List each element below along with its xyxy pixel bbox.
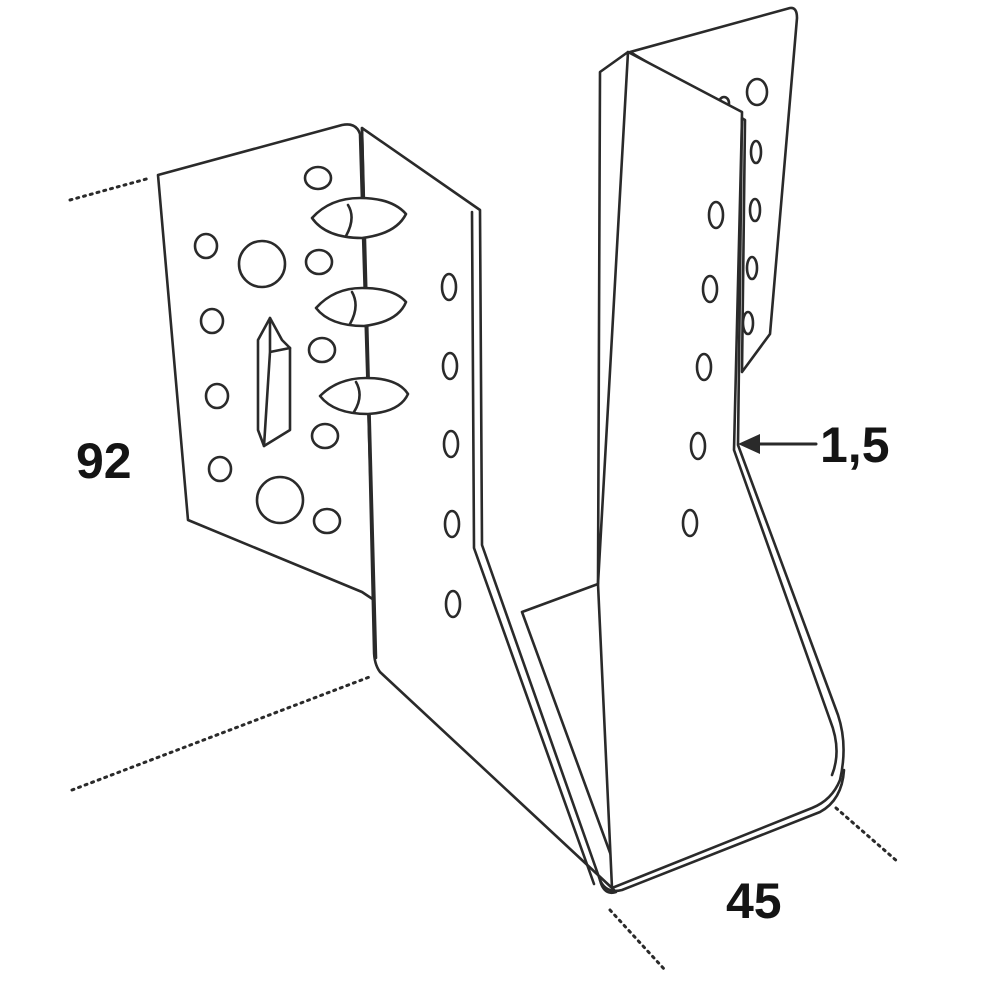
flange-hole xyxy=(207,455,233,483)
extension-line-bottom-left xyxy=(70,674,374,792)
thickness-dimension-label: 1,5 xyxy=(820,417,890,473)
right-wall-fold-line xyxy=(596,50,630,586)
wall-hole xyxy=(441,351,459,381)
rib xyxy=(318,376,410,416)
bottom-front-edge xyxy=(598,768,846,893)
wall-hole xyxy=(681,508,699,538)
wall-hole xyxy=(440,272,458,302)
rib xyxy=(310,196,408,240)
wall-hole xyxy=(707,200,725,230)
extension-line-top xyxy=(68,176,152,202)
right-wall-rolled-edge xyxy=(732,116,838,777)
height-dimension-label: 92 xyxy=(76,433,132,489)
wall-hole xyxy=(689,431,707,461)
left-wall-holes xyxy=(440,272,462,619)
flange-hole xyxy=(310,422,340,450)
flange-hole xyxy=(312,507,342,535)
flange-hole-large xyxy=(255,475,305,525)
flange-hole xyxy=(745,255,759,281)
extension-line-bottom xyxy=(608,908,667,972)
extension-lines xyxy=(68,176,900,972)
flange-hole xyxy=(204,382,230,410)
rib xyxy=(314,286,408,328)
flange-hole xyxy=(193,232,219,260)
flange-hole xyxy=(199,307,225,335)
nail-tab xyxy=(256,316,292,448)
width-dimension-label: 45 xyxy=(726,873,782,929)
flange-hole xyxy=(745,77,769,107)
extension-line-right xyxy=(834,806,900,864)
flange-hole-large xyxy=(237,239,287,289)
wall-hole xyxy=(442,429,460,459)
wall-hole xyxy=(701,274,719,304)
flange-hole xyxy=(741,310,755,336)
right-wall-holes xyxy=(681,200,725,538)
wall-hole xyxy=(444,589,462,619)
nail-tab-crease xyxy=(262,316,292,448)
flange-hole xyxy=(748,197,762,223)
flange-hole xyxy=(749,139,763,165)
thickness-arrow xyxy=(738,434,818,454)
left-side-wall xyxy=(360,126,618,895)
flange-hole xyxy=(303,165,333,191)
wall-hole xyxy=(443,509,461,539)
stamped-ribs xyxy=(310,196,410,416)
flange-hole xyxy=(304,248,334,276)
arrow-head xyxy=(738,434,760,454)
right-side-wall xyxy=(596,50,845,890)
left-wall-inner-fold xyxy=(470,210,596,886)
flange-hole xyxy=(307,336,337,364)
right-flange xyxy=(628,6,799,374)
left-flange-holes xyxy=(193,165,342,535)
wall-hole xyxy=(695,352,713,382)
